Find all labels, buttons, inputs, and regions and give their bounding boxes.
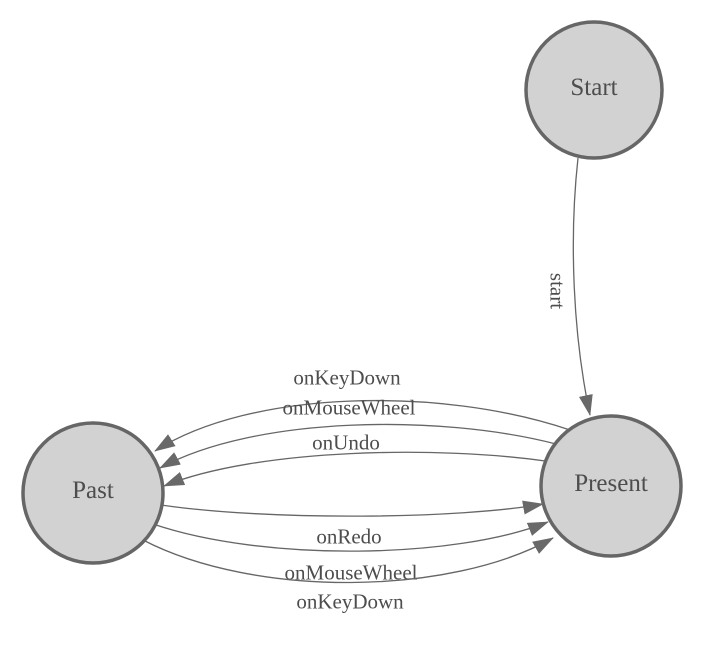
edge-path-onmousewheel-up <box>159 423 557 469</box>
node-present-circle <box>539 414 683 558</box>
edge-past-to-present-onredo: onRedo <box>160 500 544 548</box>
edge-present-to-past-onkeydown: onKeyDown <box>154 365 571 452</box>
edge-present-to-past-onmousewheel: onMouseWheel <box>159 395 557 469</box>
edge-path-onkeydown-down <box>142 537 554 584</box>
edge-path-onundo <box>163 451 546 487</box>
edge-past-to-present-onkeydown: onKeyDown <box>142 537 554 613</box>
node-past: Past <box>21 421 165 565</box>
node-start-circle <box>524 20 664 160</box>
edge-label-onmousewheel-up: onMouseWheel <box>283 395 416 419</box>
edge-path-start <box>572 157 593 416</box>
node-start-label: Start <box>570 74 617 101</box>
edge-label-start: start <box>546 273 570 309</box>
edge-label-onundo: onUndo <box>312 430 380 454</box>
edge-label-onredo: onRedo <box>316 524 381 548</box>
edge-label-onkeydown-down: onKeyDown <box>296 589 404 613</box>
edge-start-to-present: start <box>546 157 593 416</box>
edge-path-onredo <box>160 500 544 517</box>
node-past-circle <box>21 421 165 565</box>
edge-label-onkeydown-up: onKeyDown <box>293 365 401 389</box>
node-start: Start <box>524 20 664 160</box>
edge-path-onkeydown-up <box>154 399 571 452</box>
node-past-label: Past <box>72 477 114 504</box>
edge-path-onmousewheel-down <box>152 521 549 552</box>
node-present-label: Present <box>574 470 648 497</box>
edge-present-to-past-onundo: onUndo <box>163 430 546 487</box>
node-present: Present <box>539 414 683 558</box>
